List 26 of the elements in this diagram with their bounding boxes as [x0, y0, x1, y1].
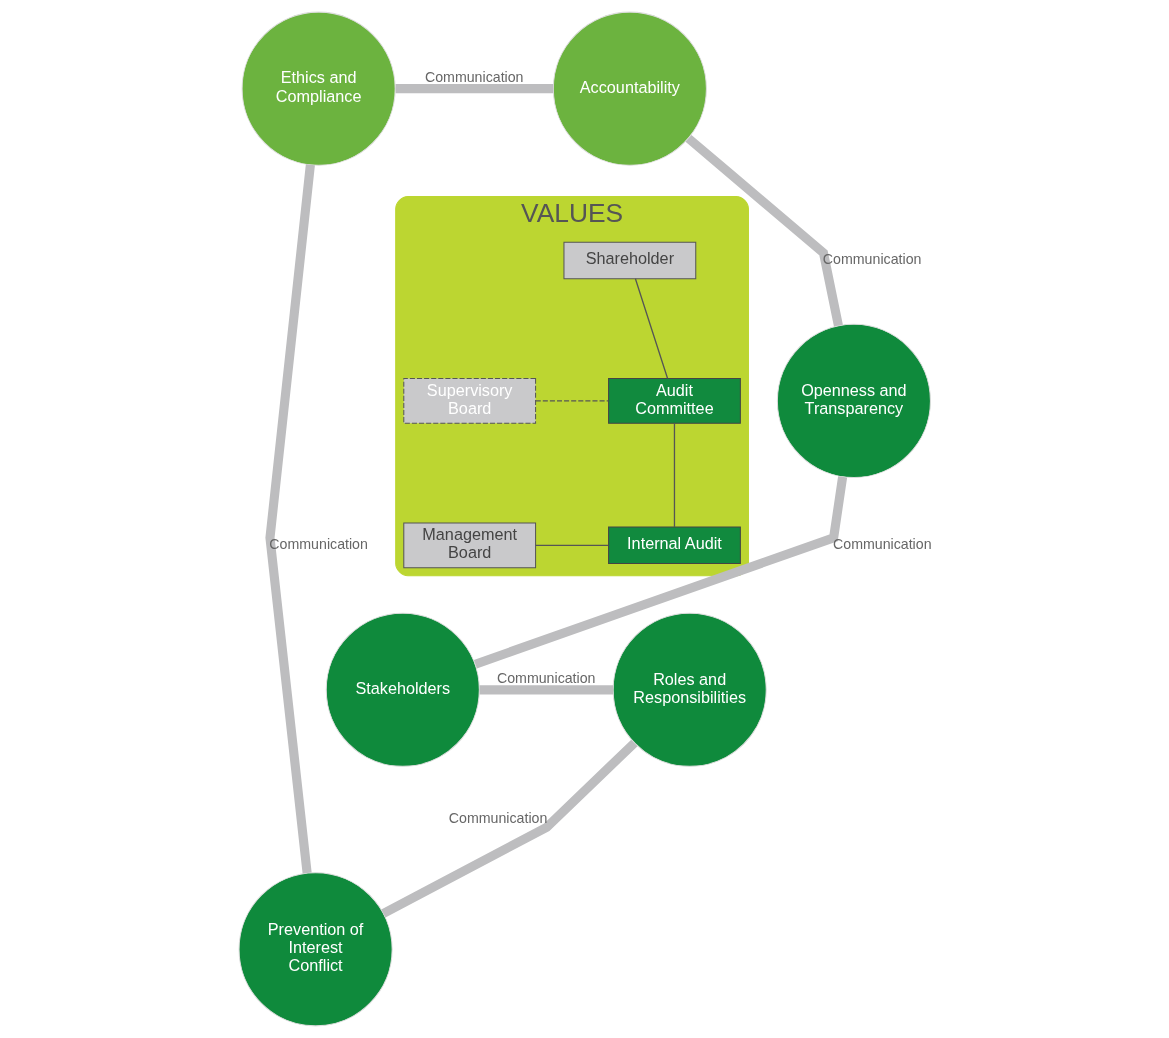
node-circle: Prevention of Interest Conflict [238, 872, 393, 1027]
node-circle: Stakeholders [325, 612, 480, 767]
connector [473, 476, 847, 669]
connector [264, 164, 315, 874]
edge-label: Communication [822, 251, 921, 268]
node-circle: Accountability [552, 11, 707, 166]
node-circle: Openness and Transparency [776, 323, 931, 478]
node-box: Internal Audit [607, 526, 741, 565]
node-box: Shareholder [562, 241, 696, 280]
connector [685, 134, 843, 327]
edge-label: Communication [424, 68, 524, 85]
edge-label: Communication [268, 536, 368, 553]
edge-label: Communication [496, 669, 596, 686]
connector [479, 685, 613, 695]
connector [380, 739, 638, 918]
connector [534, 400, 609, 402]
connector [673, 422, 675, 528]
node-circle: Ethics and Compliance [241, 11, 396, 166]
node-circle: Roles and Responsibilities [612, 612, 767, 767]
node-box: Audit Committee [607, 378, 741, 424]
connector [395, 84, 553, 94]
connector [634, 278, 668, 379]
connector [534, 544, 609, 546]
node-box: Management Board [402, 522, 536, 569]
edge-label: Communication [832, 536, 932, 553]
edge-label: Communication [448, 810, 547, 827]
